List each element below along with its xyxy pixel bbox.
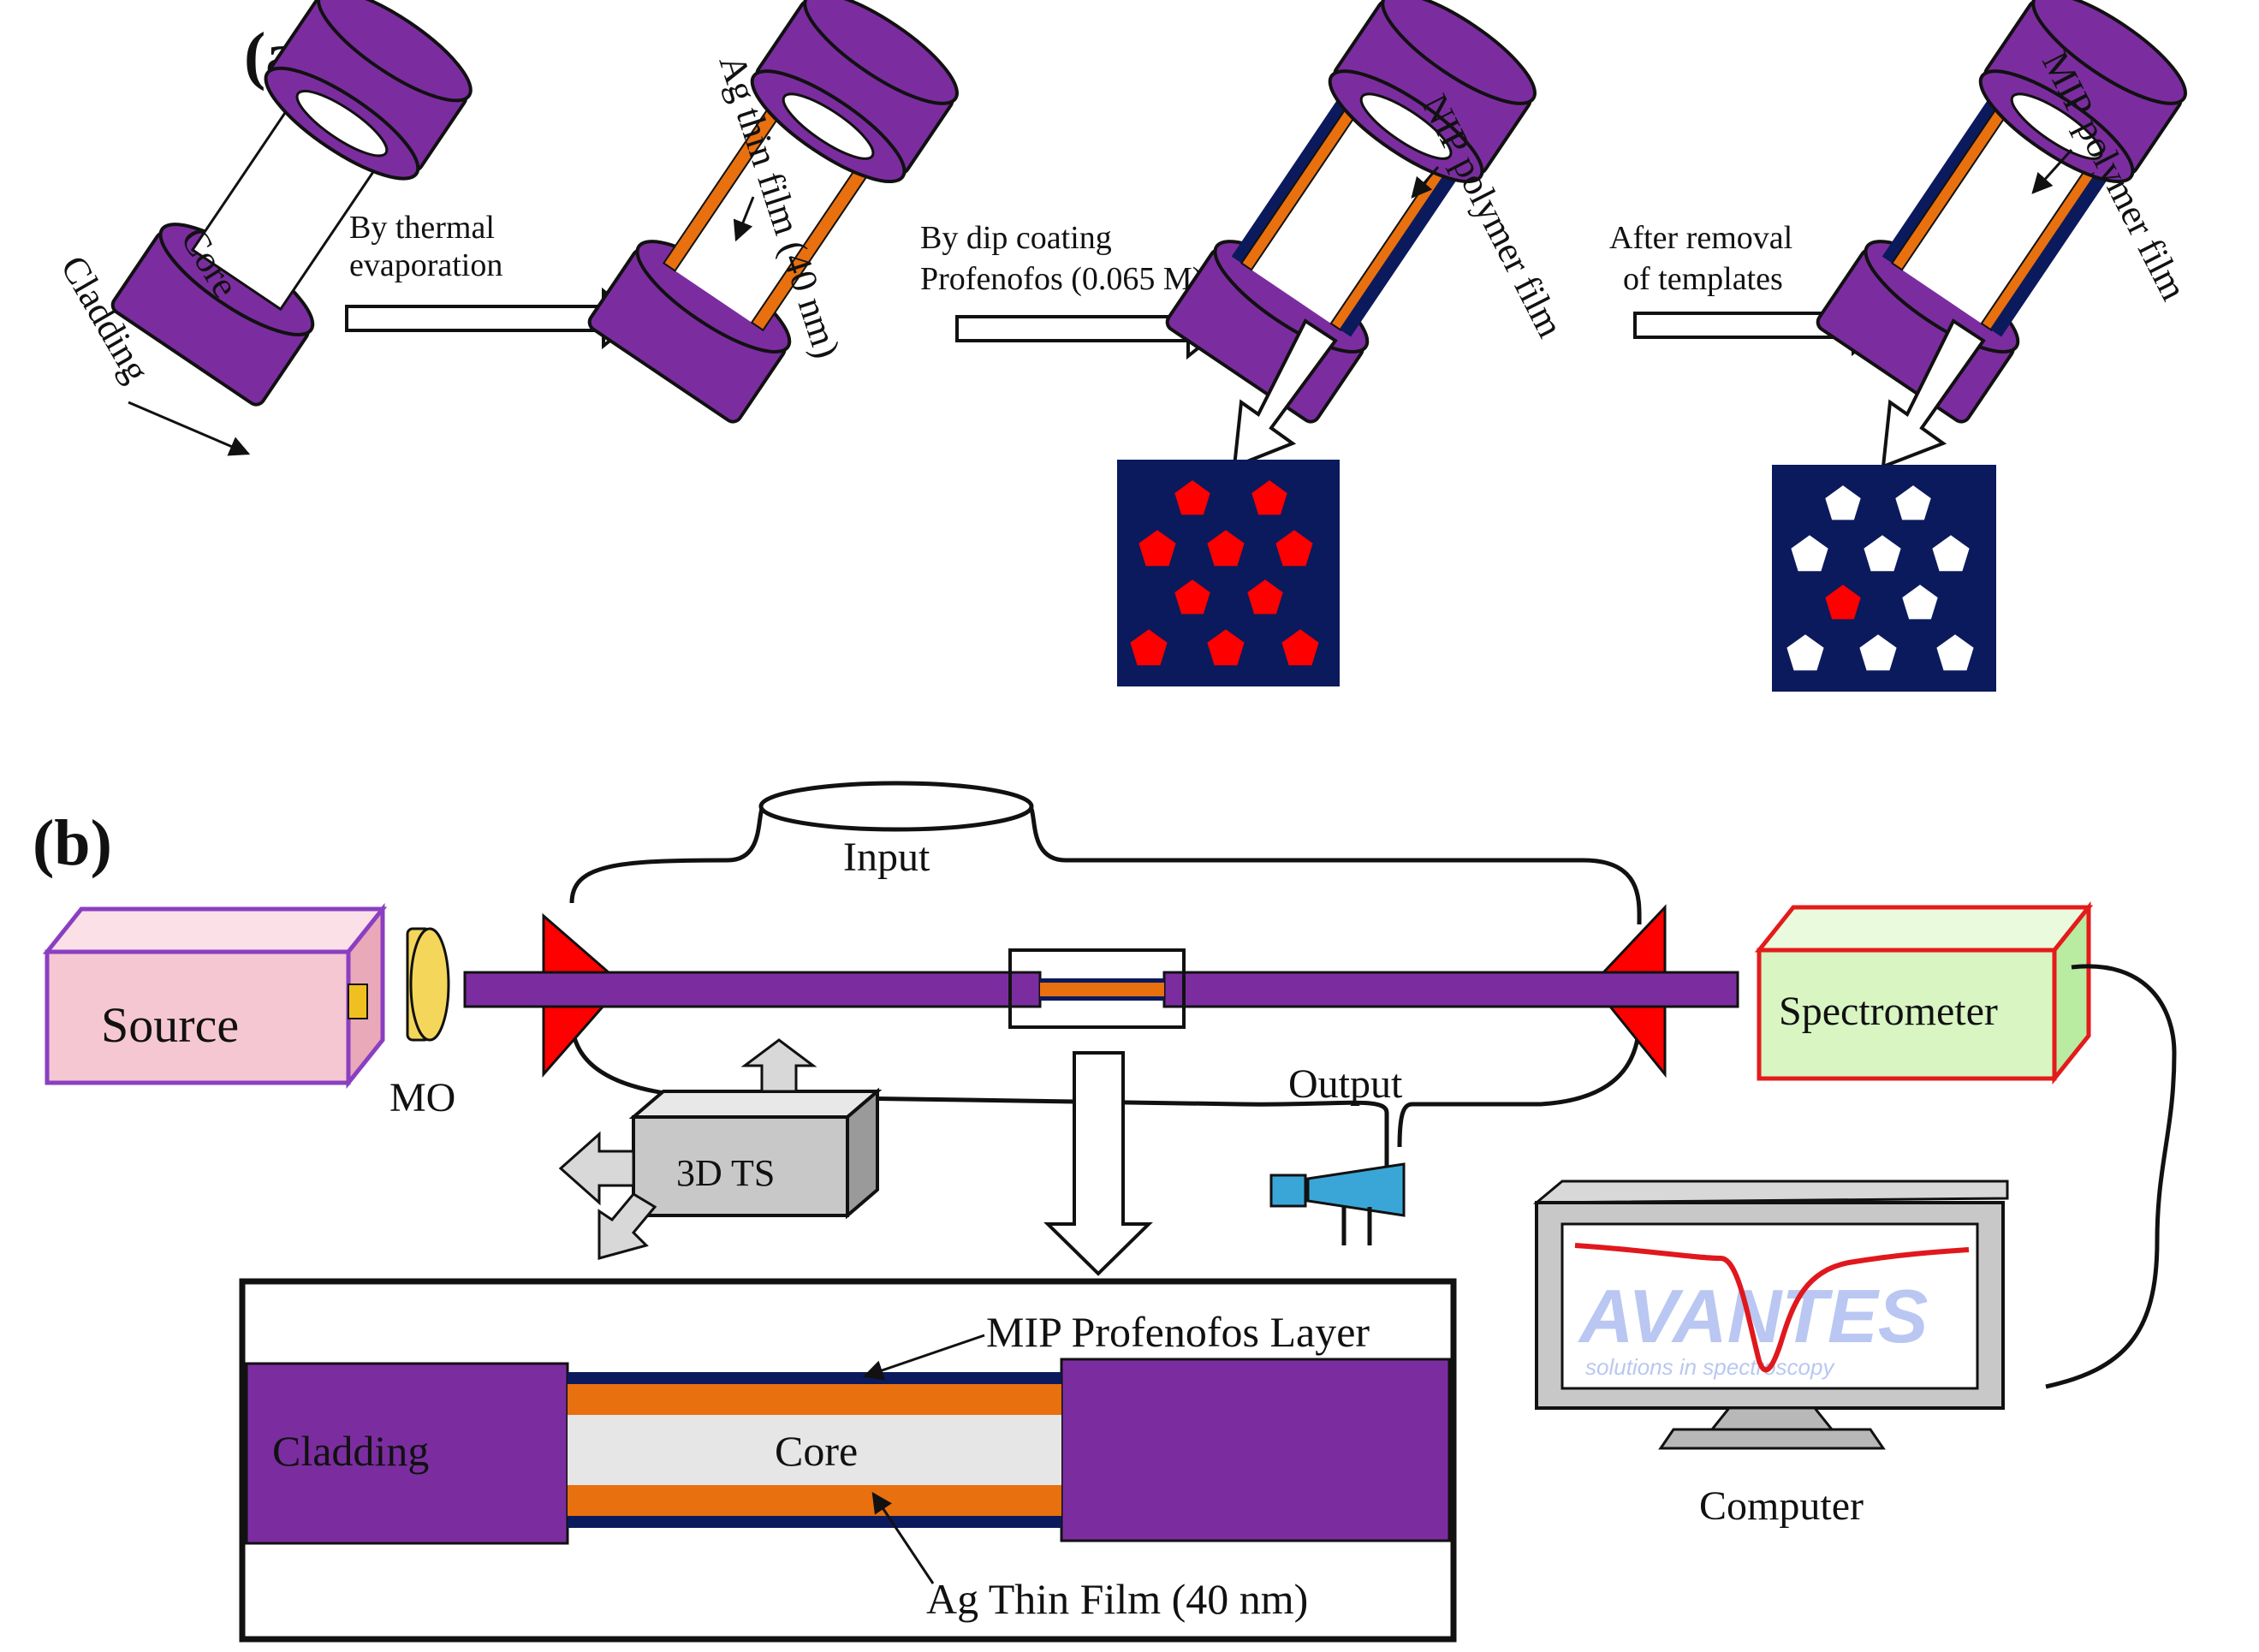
step-3-line-1: After removal [1609,220,1792,256]
cladding-pointer [128,401,251,456]
computer-label: Computer [1699,1483,1864,1529]
source-label: Source [101,997,239,1053]
sensing-region-ag [1040,983,1164,996]
step-2-line-1: By dip coating [920,220,1112,256]
spectrometer [1754,900,2094,1085]
nip-zoom-arrow [1232,318,1338,470]
nip-template-grid [1117,460,1340,686]
flow-cell [1008,948,1186,1029]
absorption-dip-curve [1574,1243,1970,1373]
mip-zoom-arrow [1881,318,1986,470]
step-3-line-2: of templates [1623,261,1783,297]
nip-pointer [1411,166,1440,199]
spectrometer-cable [2045,964,2177,1389]
inset-zoom-arrow [1043,1051,1153,1276]
ag-layer-pointer [871,1492,935,1584]
fiber-left-segment [463,971,1042,1008]
step-1-line-2: evaporation [349,247,502,283]
fiber-1-bare [110,0,473,407]
panel-b-label: (b) [33,807,112,879]
microscope-objective [406,927,450,1042]
step-1-line-1: By thermal [349,210,495,246]
fiber-loop-lower [569,1018,1642,1181]
input-label: Input [843,835,930,880]
ag-pointer [733,196,755,242]
mo-label: MO [389,1075,455,1120]
sensing-region-inset [239,1278,1457,1643]
screen-tagline: solutions in spectroscopy [1585,1354,1835,1380]
fiber-right-segment [1162,971,1739,1008]
inset-core-label: Core [775,1427,858,1475]
stage-label: 3D TS [676,1152,775,1194]
inset-mip-label: MIP Profenofos Layer [986,1308,1370,1356]
inset-cladding-label: Cladding [272,1427,429,1475]
inset-ag-label: Ag Thin Film (40 nm) [926,1575,1308,1623]
output-coupler [1269,1162,1406,1245]
input-port [758,781,1034,832]
spectrometer-label: Spectrometer [1779,989,1998,1034]
mip-layer-pointer [862,1334,985,1381]
fiber-4-mip-coated [1816,0,2187,424]
fiber-loop-upper [569,808,1642,925]
step-2-line-2: Profenofos (0.065 M) [920,261,1203,297]
fiber-2-ag-coated [587,0,959,424]
mip-pointer [2031,148,2073,194]
mip-cavity-grid [1772,465,1996,692]
output-label: Output [1288,1061,1403,1107]
translation-stage [558,1038,883,1260]
light-source [42,902,388,1090]
